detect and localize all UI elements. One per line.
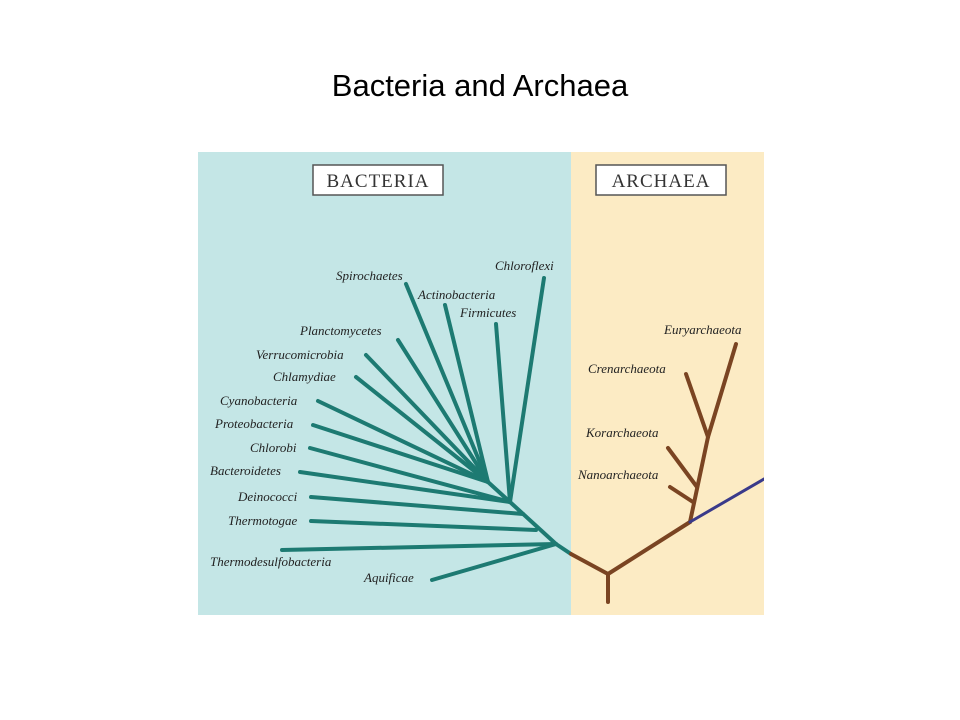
label-chlorobi: Chlorobi [250,440,297,455]
branch-planctomycetes [396,338,490,484]
branch-spirochaetes [404,282,490,484]
branch-chlorobi [308,446,512,504]
label-deinococci: Deinococci [237,489,298,504]
branch-aquificae [430,542,558,582]
branch-euryarchaeota [706,342,738,439]
bacteria-region [198,152,571,615]
outgroup-branch [688,477,764,524]
slide-title: Bacteria and Archaea [331,68,629,103]
archaea-main-stem [606,520,692,576]
branch-thermotogae [309,519,538,532]
archaea-stem-upper [688,435,710,524]
branch-nanoarchaeota [668,485,695,504]
phylogenetic-tree-figure: BACTERIA ARCHAEA [198,152,764,615]
label-nanoarchaeota: Nanoarchaeota [577,467,659,482]
label-chloroflexi: Chloroflexi [495,258,554,273]
bacteria-stem-a [486,480,512,504]
archaea-root-stem-left [569,552,610,576]
archaea-labels: Euryarchaeota Crenarchaeota Korarchaeota… [577,322,742,482]
branch-chlamydiae [354,375,490,484]
bacteria-label-box [312,164,444,196]
branch-verrucomicrobia [364,353,490,484]
branch-actinobacteria [443,303,490,484]
archaea-domain-label: ARCHAEA [595,164,727,196]
phylogenetic-tree: BACTERIA ARCHAEA [198,152,764,615]
branch-deinococci [309,495,525,516]
label-thermodesulfobacteria: Thermodesulfobacteria [210,554,332,569]
bacteria-branches [280,276,573,582]
branch-proteobacteria [311,423,490,484]
branch-firmicutes [494,322,512,504]
bacteria-label-text: BACTERIA [327,171,430,192]
bacteria-labels: Spirochaetes Chloroflexi Actinobacteria … [210,258,554,585]
archaea-label-text: ARCHAEA [612,171,711,192]
branch-crenarchaeota [684,372,710,439]
branch-bacteroidetes [298,470,512,504]
label-proteobacteria: Proteobacteria [214,416,294,431]
label-euryarchaeota: Euryarchaeota [663,322,742,337]
branch-chloroflexi [508,276,546,504]
archaea-label-box [595,164,727,196]
label-thermotogae: Thermotogae [228,513,298,528]
branch-korarchaeota [666,446,699,489]
archaea-branches [569,342,738,604]
archaea-region [571,152,764,615]
label-korarchaeota: Korarchaeota [585,425,659,440]
branch-cyanobacteria [316,399,490,484]
label-actinobacteria: Actinobacteria [417,287,496,302]
bacteria-stem-b [508,500,558,546]
label-firmicutes: Firmicutes [459,305,516,320]
bacteria-domain-label: BACTERIA [312,164,444,196]
label-planctomycetes: Planctomycetes [299,323,382,338]
label-verrucomicrobia: Verrucomicrobia [256,347,344,362]
label-bacteroidetes: Bacteroidetes [210,463,281,478]
label-crenarchaeota: Crenarchaeota [588,361,666,376]
label-spirochaetes: Spirochaetes [336,268,403,283]
label-chlamydiae: Chlamydiae [273,369,336,384]
label-cyanobacteria: Cyanobacteria [220,393,298,408]
branch-thermodesulfobacteria [280,542,558,552]
label-aquificae: Aquificae [363,570,414,585]
bacteria-stem-c [554,542,573,556]
